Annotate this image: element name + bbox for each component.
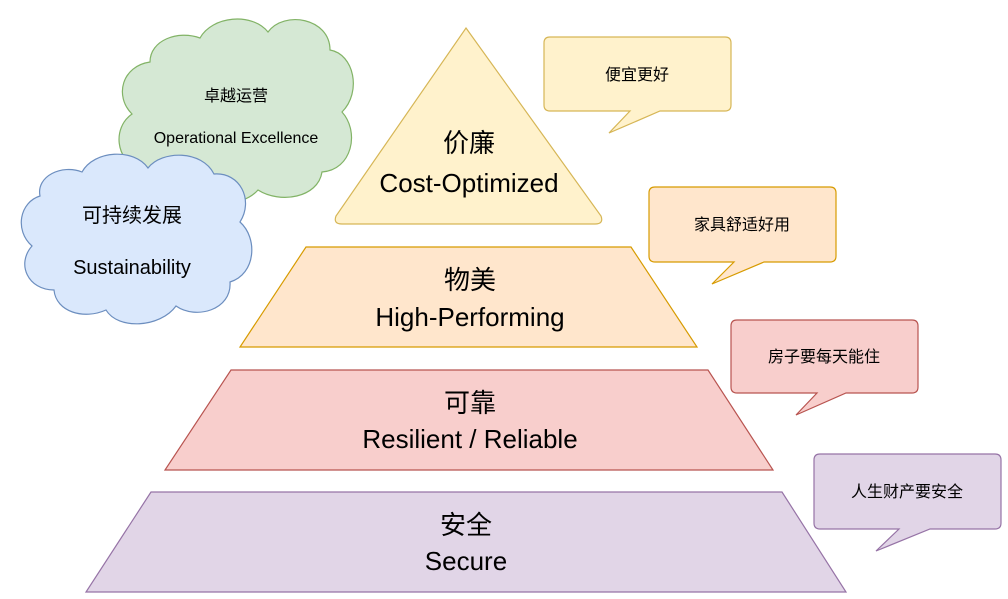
pyramid-tier-resilient-reliable: 可靠 Resilient / Reliable [163,369,775,471]
tier-title-zh: 可靠 [444,388,496,418]
pyramid-tier-high-performing: 物美 High-Performing [238,246,699,348]
cloud-title-zh: 可持续发展 [82,204,182,227]
callout-shape [813,453,1002,552]
cloud-title-en: Operational Excellence [154,130,319,147]
callout-text: 家具舒适好用 [694,216,790,234]
callout-text: 人生财产要安全 [851,483,963,501]
tier-title-en: Secure [425,546,507,576]
callout-shape [730,319,919,416]
cloud-shape [20,153,253,325]
pyramid-tier-secure: 安全 Secure [84,491,848,593]
cloud-title-zh: 卓越运营 [204,87,268,105]
tier-title-zh: 安全 [440,510,492,540]
tier-shape [238,246,699,348]
callout-cost: 便宜更好 [543,36,732,134]
callout-shape [543,36,732,134]
callout-performance: 家具舒适好用 [648,186,837,285]
tier-title-en: High-Performing [375,302,564,332]
tier-title-en: Cost-Optimized [379,168,558,198]
callout-security: 人生财产要安全 [813,453,1002,552]
tier-shape [163,369,775,471]
pyramid-tier-cost-optimized: 价廉 Cost-Optimized [334,26,603,225]
callout-text: 房子要每天能住 [768,348,880,366]
callout-shape [648,186,837,285]
cloud-title-en: Sustainability [73,257,191,279]
tier-title-zh: 价廉 [443,128,495,158]
tier-title-en: Resilient / Reliable [362,424,577,454]
callout-text: 便宜更好 [605,66,669,84]
tier-title-zh: 物美 [444,265,496,295]
tier-shape [334,26,603,225]
tier-shape [84,491,848,593]
cloud-sustainability: 可持续发展 Sustainability [20,153,253,325]
callout-reliability: 房子要每天能住 [730,319,919,416]
